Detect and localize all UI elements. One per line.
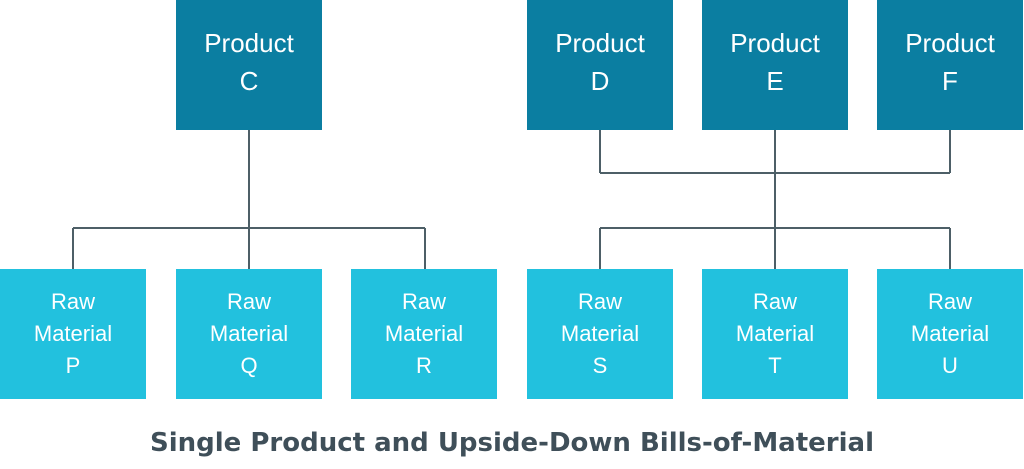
raw-material-t-letter: T — [768, 353, 782, 378]
raw-material-p-line1: Raw — [50, 289, 95, 314]
raw-material-t-box: Raw Material T — [702, 269, 848, 399]
raw-material-s-line2: Material — [560, 321, 640, 346]
raw-material-u-letter: U — [942, 353, 958, 378]
product-f-letter: F — [942, 66, 958, 96]
raw-material-u-line2: Material — [910, 321, 990, 346]
raw-material-s-line1: Raw — [577, 289, 622, 314]
product-c-box: Product C — [176, 0, 322, 130]
raw-material-p-line2: Material — [33, 321, 113, 346]
raw-material-u-box: Raw Material U — [877, 269, 1023, 399]
product-e-box: Product E — [702, 0, 848, 130]
raw-material-r-box: Raw Material R — [351, 269, 497, 399]
raw-material-q-box: Raw Material Q — [176, 269, 322, 399]
product-f-label: Product — [905, 28, 995, 58]
product-d-label: Product — [555, 28, 645, 58]
product-e-label: Product — [730, 28, 820, 58]
product-f-box: Product F — [877, 0, 1023, 130]
raw-material-r-letter: R — [416, 353, 432, 378]
raw-material-q-letter: Q — [240, 353, 258, 378]
product-c-letter: C — [239, 66, 259, 96]
raw-material-s-box: Raw Material S — [527, 269, 673, 399]
product-c-label: Product — [204, 28, 294, 58]
raw-material-p-box: Raw Material P — [0, 269, 146, 399]
raw-material-r-line2: Material — [384, 321, 464, 346]
raw-material-p-letter: P — [65, 353, 81, 378]
raw-material-q-line1: Raw — [226, 289, 271, 314]
raw-material-t-line1: Raw — [752, 289, 797, 314]
raw-material-u-line1: Raw — [927, 289, 972, 314]
diagram-caption: Single Product and Upside-Down Bills-of-… — [149, 428, 874, 458]
raw-material-r-line1: Raw — [401, 289, 446, 314]
product-d-letter: D — [590, 66, 610, 96]
product-d-box: Product D — [527, 0, 673, 130]
product-e-letter: E — [766, 66, 784, 96]
raw-material-t-line2: Material — [735, 321, 815, 346]
raw-material-q-line2: Material — [209, 321, 289, 346]
raw-material-s-letter: S — [592, 353, 608, 378]
